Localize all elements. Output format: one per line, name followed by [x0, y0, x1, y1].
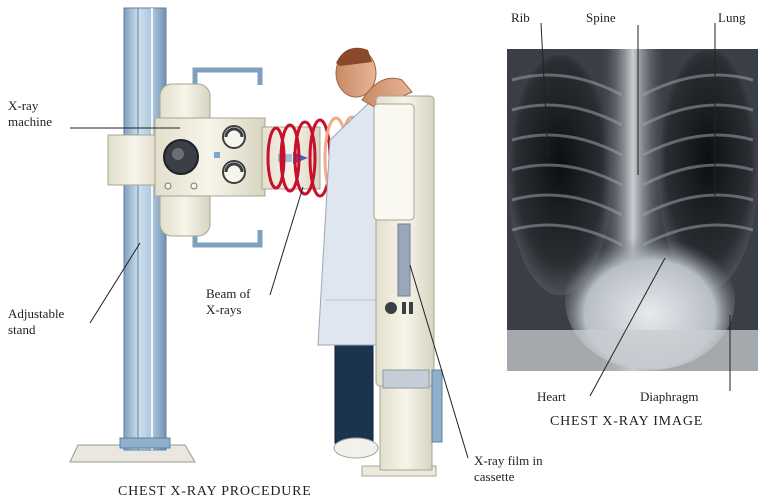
label-beam-of-xrays: Beam of X-rays: [206, 286, 250, 318]
caption-xray-image: CHEST X-RAY IMAGE: [550, 414, 703, 430]
label-diaphragm: Diaphragm: [640, 389, 698, 405]
label-lung: Lung: [718, 10, 745, 26]
label-heart: Heart: [537, 389, 566, 405]
label-xray-film: X-ray film in cassette: [474, 453, 543, 485]
label-rib: Rib: [511, 10, 530, 26]
label-adjustable-stand: Adjustable stand: [8, 306, 64, 338]
caption-procedure: CHEST X-RAY PROCEDURE: [118, 484, 312, 500]
label-spine: Spine: [586, 10, 616, 26]
label-xray-machine: X-ray machine: [8, 98, 52, 130]
leader-beam: [270, 187, 303, 295]
